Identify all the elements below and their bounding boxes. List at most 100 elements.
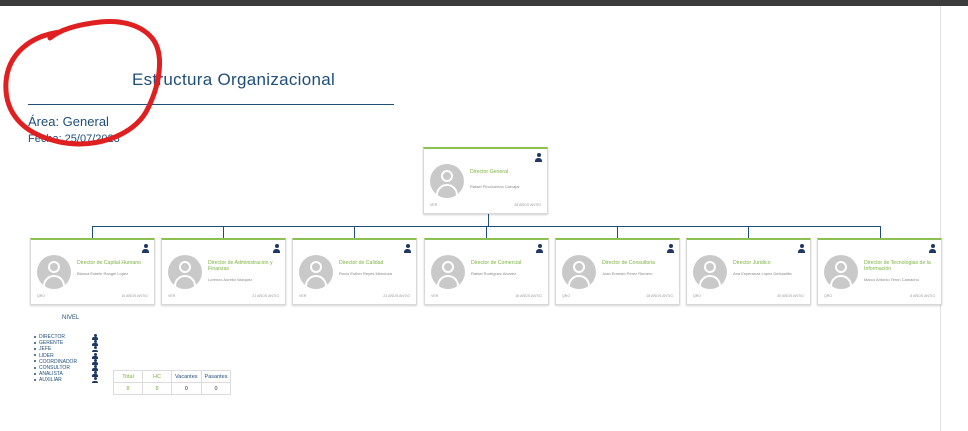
org-card[interactable]: Director de Consultoria Juan Ernesto Per… <box>555 238 680 305</box>
person-icon <box>798 244 805 253</box>
org-card[interactable]: Director de Administracion y Finanzas Lo… <box>161 238 286 305</box>
card-seniority: 20 AÑOS ANTIG <box>777 294 804 298</box>
org-card[interactable]: Director de Comercial Rafael Rodriguez A… <box>424 238 549 305</box>
person-icon <box>404 244 411 253</box>
card-name: Marco Antonio Teron Camacho <box>864 277 919 282</box>
person-icon <box>92 371 98 378</box>
value-vacantes: 0 <box>171 382 202 395</box>
person-icon <box>92 334 98 340</box>
card-location: VER <box>430 203 438 207</box>
headcount-table: Total HC Vacantes Pasantes 8 8 0 0 <box>113 370 232 395</box>
person-icon <box>92 358 98 365</box>
child-connector <box>354 226 355 238</box>
card-role: Director de Calidad <box>339 260 384 266</box>
person-icon <box>536 244 543 253</box>
nivel-item: LIDER <box>34 352 104 359</box>
card-location: VER <box>168 294 176 298</box>
nivel-legend: DIRECTOR GERENTE JEFE LIDER COORDINADOR … <box>34 334 104 384</box>
nivel-label: JEFE <box>39 346 52 353</box>
nivel-label: COORDINADOR <box>39 358 78 365</box>
nivel-item: COORDINADOR <box>34 358 104 365</box>
card-seniority: 16 AÑOS ANTIG <box>515 294 542 298</box>
nivel-item: JEFE <box>34 346 104 352</box>
child-connector <box>617 226 618 238</box>
user-avatar-icon <box>431 255 465 289</box>
header-total: Total <box>113 370 143 383</box>
header-hc: HC <box>142 370 172 383</box>
user-avatar-icon <box>168 255 202 289</box>
page-title: Estructura Organizacional <box>132 70 336 89</box>
card-name: Blanca Estelle Rangel Lopez <box>77 271 129 276</box>
child-connector <box>92 226 93 238</box>
card-name: Lorenzo Aurelio Vazquez <box>208 277 253 282</box>
nivel-item: GERENTE <box>34 340 104 346</box>
person-icon <box>92 377 98 384</box>
org-card[interactable]: Director de Calidad Rocio Esther Reyes M… <box>292 238 417 305</box>
person-icon <box>142 244 149 253</box>
person-icon <box>667 244 674 253</box>
nivel-item: CONSULTOR <box>34 364 104 371</box>
org-card[interactable]: Director de Capital Humano Blanca Estell… <box>30 238 155 305</box>
card-role: Director General <box>470 169 509 175</box>
user-avatar-icon <box>693 255 727 289</box>
page-edge <box>940 6 941 431</box>
nivel-item: ANALISTA <box>34 371 104 377</box>
org-card[interactable]: Director Juridico Ana Esperanza Lopez De… <box>686 238 811 305</box>
root-connector <box>488 214 489 226</box>
person-icon <box>273 244 280 253</box>
child-connector <box>748 226 749 238</box>
person-icon <box>535 153 542 162</box>
card-role: Director de Tecnologias de la Informació… <box>864 260 931 272</box>
card-name: Rocio Esther Reyes Mendoza <box>339 271 392 276</box>
card-name: Rafael Rodriguez Alvarez <box>471 271 517 276</box>
user-avatar-icon <box>824 255 858 289</box>
card-role: Director de Comercial <box>471 260 522 266</box>
card-location: QRO <box>824 294 833 298</box>
title-divider <box>28 104 394 105</box>
value-hc: 8 <box>142 382 172 395</box>
person-icon <box>92 340 98 347</box>
nivel-label: GERENTE <box>39 340 64 347</box>
user-avatar-icon <box>37 255 71 289</box>
card-role: Director de Administracion y Finanzas <box>208 260 273 272</box>
table-header-row: Total HC Vacantes Pasantes <box>113 370 232 383</box>
person-icon <box>92 364 98 371</box>
nivel-label: DIRECTOR <box>39 334 66 340</box>
card-role: Director de Consultoria <box>602 260 656 266</box>
card-seniority: 28 AÑOS ANTIG <box>514 203 541 207</box>
nivel-title: NIVEL <box>62 315 80 321</box>
card-seniority: 8 AÑOS ANTIG <box>910 294 935 298</box>
child-connector <box>486 226 487 238</box>
card-location: VER <box>431 294 439 298</box>
nivel-label: LIDER <box>39 352 54 359</box>
nivel-label: CONSULTOR <box>39 364 70 371</box>
user-avatar-icon <box>562 255 596 289</box>
card-location: QRO <box>37 294 46 298</box>
person-icon <box>929 244 936 253</box>
group-icon <box>92 352 98 359</box>
card-seniority: 18 AÑOS ANTIG <box>646 294 673 298</box>
card-name: Juan Ernesto Perez Romero <box>602 271 653 276</box>
top-bar <box>0 0 968 6</box>
card-location: VER <box>299 294 307 298</box>
card-role: Director de Capital Humano <box>77 260 142 266</box>
header-pasantes: Pasantes <box>200 370 232 383</box>
card-name: Rafael Pinchuenca Carvajal <box>470 184 520 189</box>
org-card[interactable]: Director de Tecnologias de la Informació… <box>817 238 942 305</box>
card-role: Director Juridico <box>733 260 771 266</box>
nivel-item: AUXILIAR <box>34 377 104 383</box>
area-label: Área: General <box>28 114 109 129</box>
org-card-director-general[interactable]: Director General Rafael Pinchuenca Carva… <box>423 147 548 214</box>
table-row: 8 8 0 0 <box>113 382 232 395</box>
nivel-label: AUXILIAR <box>39 377 62 384</box>
user-avatar-icon <box>430 164 464 198</box>
card-location: QRO <box>562 294 571 298</box>
header-vacantes: Vacantes <box>171 370 202 383</box>
card-seniority: 15 AÑOS ANTIG <box>121 294 148 298</box>
nivel-label: ANALISTA <box>39 371 63 378</box>
nivel-item: DIRECTOR <box>34 334 104 340</box>
child-connector <box>880 226 881 238</box>
annotation-circle <box>3 19 163 147</box>
value-pasantes: 0 <box>200 382 232 395</box>
child-connector <box>223 226 224 238</box>
